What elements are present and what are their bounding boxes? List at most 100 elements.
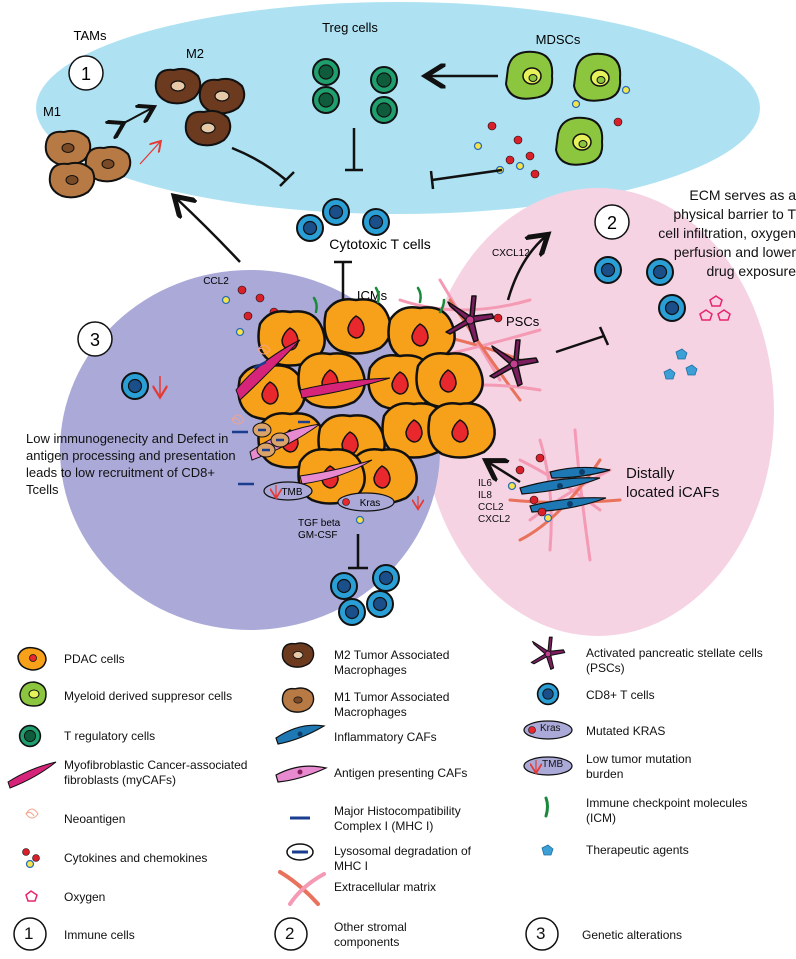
- legend-col3-item-2: Mutated KRAS: [586, 724, 666, 738]
- cd8-t-cell: [594, 256, 622, 284]
- m1-macrophage: [48, 161, 96, 199]
- kras-badge-text: Kras: [360, 498, 381, 509]
- legend-col3-item-0: Activated pancreatic stellate cells (PSC…: [586, 646, 763, 675]
- cytokine: [571, 99, 581, 109]
- kras-badge: [337, 492, 395, 512]
- cytokine-cxcl2: CXCL2: [478, 514, 511, 525]
- cytokine: [513, 135, 523, 145]
- region3-number-circle: [77, 321, 113, 357]
- legend-tmb-badge-text: TMB: [542, 759, 564, 770]
- cytokine: [255, 293, 265, 303]
- m2-macrophage: [154, 67, 202, 105]
- region2-number-circle: [594, 204, 630, 240]
- treg-cell: [312, 58, 340, 86]
- region-stromal: [422, 188, 774, 636]
- legend-kras-badge-text: Kras: [540, 723, 561, 734]
- legend-col1-item-0: PDAC cells: [64, 652, 125, 666]
- legend-col2-item-2: Inflammatory CAFs: [334, 730, 437, 744]
- treg-cell: [312, 86, 340, 114]
- cytokine: [525, 151, 535, 161]
- ecm-barrier-text: ECM serves as a physical barrier to T ce…: [658, 187, 796, 279]
- legend-icons: [7, 636, 573, 951]
- region1-number-circle: [68, 55, 104, 91]
- legend-bottom-label-1: Immune cells: [64, 928, 135, 942]
- legend-bottom-label-2: Other stromal components: [334, 920, 407, 949]
- cytokine: [237, 285, 247, 295]
- legend-col2-item-6: Extracellular matrix: [334, 880, 437, 894]
- m1-m2-arrow: [122, 108, 152, 124]
- m2-macrophage: [198, 77, 246, 115]
- legend-col2-item-4: Major Histocompatibility Complex I (MHC …: [334, 804, 461, 833]
- psc-inhibit-line: [555, 334, 605, 354]
- cytokine: [613, 117, 623, 127]
- legend-bottom-number-2: 2: [285, 924, 295, 943]
- legend-bottom-number-3: 3: [536, 924, 546, 943]
- legend-bottom-number-1: 1: [24, 924, 34, 943]
- mdsc-inhibit-line: [431, 168, 503, 182]
- label-mdscs: MDSCs: [536, 32, 581, 47]
- legend-col1-item-6: Oxygen: [64, 890, 106, 904]
- legend-col3-item-5: Therapeutic agents: [586, 843, 689, 857]
- legend-col3-item-3: Low tumor mutation burden: [586, 752, 692, 781]
- cytokine: [221, 295, 231, 305]
- icaf-to-tumor-arrow: [488, 462, 521, 484]
- legend-col2-item-5: Lysosomal degradation of MHC I: [334, 844, 471, 873]
- label-ccl2: CCL2: [203, 276, 229, 287]
- cytokine: [535, 453, 545, 463]
- cytokine-ccl2: CCL2: [478, 502, 504, 513]
- legend-col2-item-0: M2 Tumor Associated Macrophages: [334, 648, 450, 677]
- legend-col1-item-2: T regulatory cells: [64, 729, 156, 743]
- tumor-mass: [231, 278, 542, 505]
- cytokine: [515, 465, 525, 475]
- cytokine: [243, 311, 253, 321]
- label-treg: Treg cells: [322, 20, 378, 35]
- cytokine: [355, 515, 365, 525]
- m2-inhibit-line: [231, 146, 287, 181]
- cytokine: [493, 313, 503, 323]
- mdsc-cell: [555, 116, 604, 166]
- legend-col1-item-3: Myofibroblastic Cancer-associated fibrob…: [64, 758, 248, 787]
- region3-text: Low immunogenecity and Defect in antigen…: [26, 431, 236, 497]
- cytotoxic-t-cell: [362, 208, 390, 236]
- cytokine: [235, 327, 245, 337]
- cytokine: [529, 495, 539, 505]
- label-m2: M2: [186, 46, 204, 61]
- legend-col2-item-3: Antigen presenting CAFs: [334, 766, 468, 780]
- legend-bottom-label-3: Genetic alterations: [582, 928, 683, 942]
- therapeutic-agents: [663, 348, 698, 380]
- cytokine: [621, 85, 631, 95]
- cd8-t-cell: [330, 572, 358, 600]
- region-immune-cells: [36, 2, 760, 214]
- mdsc-cell: [573, 52, 622, 102]
- label-pscs: PSCs: [506, 314, 540, 329]
- cytokine: [537, 507, 547, 517]
- region3-number: 3: [90, 330, 100, 350]
- treg-cell: [370, 96, 398, 124]
- cytokine: [530, 169, 540, 179]
- cytokine: [515, 161, 525, 171]
- cd8-t-cell: [372, 564, 400, 592]
- m1-macrophage: [44, 129, 92, 167]
- legend-col1-item-1: Myeloid derived suppresor cells: [64, 689, 233, 703]
- cytotoxic-t-cell: [322, 198, 350, 226]
- m2-macrophage: [184, 109, 232, 147]
- label-tams: TAMs: [74, 28, 107, 43]
- legend-col3-item-1: CD8+ T cells: [586, 688, 655, 702]
- legend-col3-item-4: Immune checkpoint molecules (ICM): [586, 796, 748, 825]
- cd8-t-cell: [366, 590, 394, 618]
- tumor-to-tams-arrow: [176, 198, 241, 263]
- cytokine: [473, 141, 483, 151]
- label-cytotoxic-t-cells: Cytotoxic T cells: [329, 236, 430, 252]
- cd8-t-cell: [658, 294, 686, 322]
- label-m1: M1: [43, 104, 61, 119]
- region2-cytokine-list: IL6 IL8 CCL2 CXCL2: [478, 478, 518, 526]
- legend-col1-item-4: Neoantigen: [64, 812, 126, 826]
- label-cxcl12: CXCL12: [492, 248, 530, 259]
- label-tgf-beta: TGF beta: [298, 518, 341, 529]
- psc-to-region2-arrow: [506, 236, 546, 301]
- icaf-cells: [519, 466, 611, 513]
- cytokine-il6: IL6: [478, 478, 492, 489]
- region2-number: 2: [607, 213, 617, 233]
- oxygen-molecules: [699, 295, 731, 321]
